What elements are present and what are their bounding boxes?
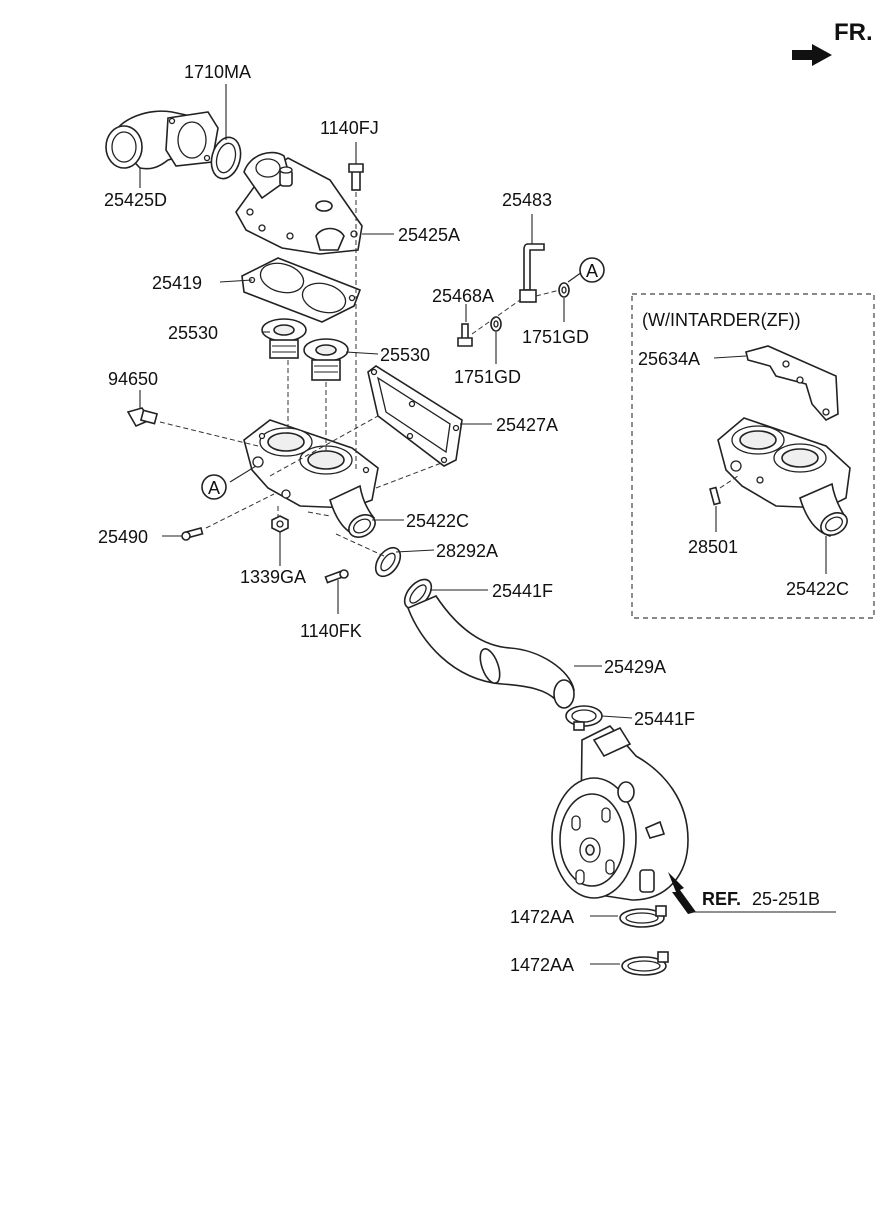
callout-a-housing: A	[201, 474, 227, 500]
label-1140FK: 1140FK	[300, 621, 362, 641]
label-25530-a: 25530	[168, 323, 218, 343]
label-25530-b: 25530	[380, 345, 430, 365]
part-25427A-gasket[interactable]	[367, 365, 463, 467]
front-direction-indicator: FR.	[792, 19, 873, 66]
ref-number: 25-251B	[752, 889, 820, 909]
part-1751GD-washer-lower[interactable]	[490, 316, 502, 332]
part-25422C-housing-intarder[interactable]	[717, 417, 851, 540]
label-25422C: 25422C	[406, 511, 469, 531]
label-1472AA-b: 1472AA	[510, 955, 574, 975]
label-25422C-intarder: 25422C	[786, 579, 849, 599]
label-25419: 25419	[152, 273, 202, 293]
label-28501: 28501	[688, 537, 738, 557]
label-1751GD-a: 1751GD	[522, 327, 589, 347]
part-28501-stud[interactable]	[709, 486, 721, 506]
part-25468A-bolt[interactable]	[457, 323, 473, 347]
part-25483-bypass-pipe[interactable]	[519, 243, 545, 303]
part-25425D-elbow-pipe[interactable]	[105, 110, 219, 170]
part-water-pump[interactable]	[551, 725, 689, 901]
leader-lines	[139, 84, 633, 965]
label-1472AA-a: 1472AA	[510, 907, 574, 927]
label-25490: 25490	[98, 527, 148, 547]
assembly-lines	[159, 192, 561, 557]
part-25530-thermostat-left[interactable]	[261, 318, 307, 359]
label-94650: 94650	[108, 369, 158, 389]
label-25634A: 25634A	[638, 349, 700, 369]
label-1339GA: 1339GA	[240, 567, 306, 587]
part-labels: 1710MA 25425D 1140FJ 25425A 25419 25530 …	[98, 62, 695, 975]
part-25429A-coolant-hose[interactable]	[406, 595, 575, 709]
label-25483: 25483	[502, 190, 552, 210]
callout-a-pipe: A	[579, 257, 605, 283]
label-25429A: 25429A	[604, 657, 666, 677]
label-25427A: 25427A	[496, 415, 558, 435]
part-25530-thermostat-right[interactable]	[303, 338, 349, 381]
label-28292A: 28292A	[436, 541, 498, 561]
part-1140FK-bolt[interactable]	[324, 569, 349, 584]
svg-text:A: A	[208, 478, 220, 498]
ref-prefix: REF.	[702, 889, 741, 909]
part-25634A-bracket[interactable]	[745, 345, 839, 421]
front-label: FR.	[834, 19, 873, 46]
option-box-intarder: (W/INTARDER(ZF)) 25634A 28501 2	[631, 293, 875, 619]
part-1751GD-washer-upper[interactable]	[558, 282, 570, 298]
part-25441F-hose-clamp-lower[interactable]	[565, 705, 603, 731]
part-1472AA-clamp-upper[interactable]	[619, 905, 667, 928]
label-1140FJ: 1140FJ	[320, 118, 379, 138]
svg-text:A: A	[586, 261, 598, 281]
ref-indicator: REF. 25-251B	[668, 872, 836, 914]
part-25425A-thermostat-cover[interactable]	[235, 151, 363, 255]
part-25419-gasket[interactable]	[241, 257, 362, 323]
label-25441F-a: 25441F	[492, 581, 553, 601]
part-94650-temperature-sensor[interactable]	[126, 407, 159, 428]
label-25425A: 25425A	[398, 225, 460, 245]
front-arrow-icon	[792, 44, 832, 66]
option-box-title: (W/INTARDER(ZF))	[642, 310, 801, 330]
part-1710MA-o-ring[interactable]	[207, 134, 245, 182]
part-1140FJ-bolt[interactable]	[348, 163, 364, 191]
label-25425D: 25425D	[104, 190, 167, 210]
label-1751GD-b: 1751GD	[454, 367, 521, 387]
ref-arrow-icon	[668, 872, 696, 914]
part-25422C-thermostat-housing[interactable]	[243, 419, 379, 542]
label-25468A: 25468A	[432, 286, 494, 306]
part-28292A-seal-ring[interactable]	[371, 543, 406, 581]
part-1472AA-clamp-lower[interactable]	[621, 951, 669, 976]
part-25490-bolt[interactable]	[181, 527, 204, 541]
label-25441F-b: 25441F	[634, 709, 695, 729]
label-1710MA: 1710MA	[184, 62, 251, 82]
part-1339GA-nut[interactable]	[271, 515, 289, 533]
